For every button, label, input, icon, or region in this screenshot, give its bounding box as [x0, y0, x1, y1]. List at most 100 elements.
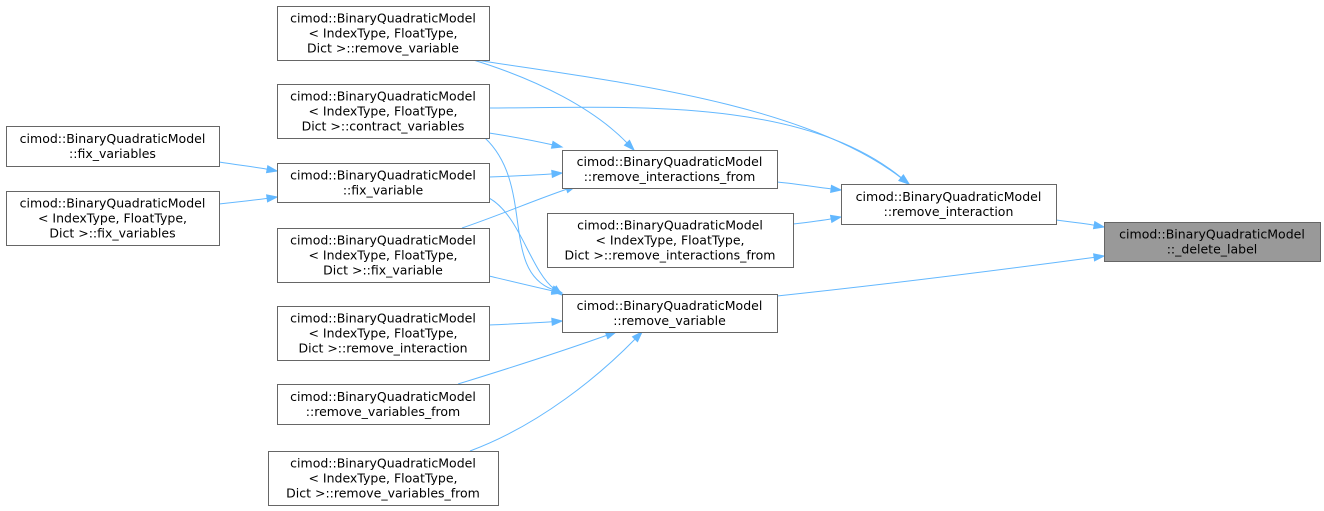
edge-line — [488, 321, 553, 326]
node-remove-interactions-from[interactable]: cimod::BinaryQuadraticModel::remove_inte… — [562, 150, 778, 189]
edge-line — [469, 338, 636, 452]
node-box[interactable] — [562, 150, 778, 189]
node-fix-variables-tpl[interactable]: cimod::BinaryQuadraticModel< IndexType, … — [6, 191, 220, 246]
edge-line — [461, 188, 567, 229]
edge-arrowhead — [623, 139, 636, 152]
edge-line — [776, 256, 1095, 297]
node-box[interactable] — [277, 84, 490, 139]
node-label-line: Dict >::remove_variables_from — [286, 486, 480, 501]
node-fix-variable[interactable]: cimod::BinaryQuadraticModel::fix_variabl… — [277, 163, 490, 203]
edge-fix_variables_tpl-to-fix_variable — [218, 194, 279, 205]
edge-arrowhead — [1092, 220, 1106, 230]
node-remove-interactions-from-tpl[interactable]: cimod::BinaryQuadraticModel< IndexType, … — [547, 213, 794, 268]
node-remove-variable[interactable]: cimod::BinaryQuadraticModel::remove_vari… — [562, 294, 778, 333]
edge-arrowhead — [266, 194, 279, 203]
edge-remove_variable_tpl-to-remove_interactions_from — [469, 58, 636, 152]
edge-line — [1055, 219, 1095, 226]
edge-line — [488, 132, 553, 146]
edge-line — [469, 58, 902, 179]
node-label-line: cimod::BinaryQuadraticModel — [577, 218, 763, 233]
node-box[interactable] — [268, 451, 499, 506]
node-box[interactable] — [277, 384, 490, 425]
node-box[interactable] — [562, 294, 778, 333]
node-label-line: < IndexType, FloatType, — [308, 326, 457, 341]
edge-arrowhead — [265, 164, 279, 174]
edges-layer — [218, 58, 1106, 452]
node-label-line: ::remove_variables_from — [306, 404, 460, 419]
edge-line — [792, 218, 832, 225]
node-box[interactable] — [6, 191, 220, 246]
node-fix-variables[interactable]: cimod::BinaryQuadraticModel::fix_variabl… — [6, 126, 220, 167]
edge-line — [488, 106, 902, 179]
node-label-line: ::fix_variable — [343, 183, 424, 198]
node-label-line: cimod::BinaryQuadraticModel — [290, 311, 476, 326]
node-label-line: < IndexType, FloatType, — [308, 26, 457, 41]
edge-remove_interaction-to-delete_label — [1055, 219, 1106, 230]
node-label-line: < IndexType, FloatType, — [38, 211, 187, 226]
node-label-line: cimod::BinaryQuadraticModel — [577, 298, 763, 313]
node-label-line: cimod::BinaryQuadraticModel — [856, 189, 1042, 204]
node-contract-variables-tpl[interactable]: cimod::BinaryQuadraticModel< IndexType, … — [277, 84, 490, 139]
node-label-line: < IndexType, FloatType, — [308, 104, 457, 119]
node-remove-variables-from-tpl[interactable]: cimod::BinaryQuadraticModel< IndexType, … — [268, 451, 499, 506]
edge-line — [457, 334, 607, 385]
edge-fix_variable_tpl-to-remove_variable — [488, 275, 564, 295]
edge-arrowhead — [551, 169, 564, 179]
edge-arrowhead — [550, 140, 564, 149]
node-delete-label[interactable]: cimod::BinaryQuadraticModel::_delete_lab… — [1104, 222, 1321, 262]
edge-line — [488, 173, 553, 178]
node-label-line: cimod::BinaryQuadraticModel — [290, 168, 476, 183]
node-remove-interaction[interactable]: cimod::BinaryQuadraticModel::remove_inte… — [841, 184, 1057, 225]
node-label-line: cimod::BinaryQuadraticModel — [290, 389, 476, 404]
node-label-line: cimod::BinaryQuadraticModel — [577, 154, 763, 169]
node-box[interactable] — [277, 306, 490, 361]
edge-arrowhead — [1093, 253, 1106, 262]
node-label-line: Dict >::remove_interaction — [298, 341, 467, 356]
node-label-line: ::fix_variables — [69, 146, 156, 161]
edge-fix_variables-to-fix_variable — [218, 161, 279, 174]
node-label-line: ::remove_interaction — [884, 204, 1014, 219]
node-label-line: ::remove_variable — [613, 313, 726, 328]
node-box[interactable] — [841, 184, 1057, 225]
node-box[interactable] — [1104, 222, 1321, 262]
edge-remove_interactions_from-to-remove_interaction — [776, 181, 843, 193]
edge-line — [218, 161, 268, 170]
edge-line — [218, 197, 268, 205]
edge-arrowhead — [898, 174, 911, 185]
node-label-line: Dict >::contract_variables — [302, 119, 465, 134]
node-label-line: ::remove_interactions_from — [584, 169, 756, 184]
edge-line — [488, 197, 555, 290]
node-box[interactable] — [277, 6, 490, 61]
node-box[interactable] — [277, 163, 490, 203]
node-label-line: cimod::BinaryQuadraticModel — [20, 196, 206, 211]
nodes-layer: cimod::BinaryQuadraticModel::_delete_lab… — [6, 6, 1321, 506]
edge-arrowhead — [551, 317, 564, 326]
node-remove-variable-tpl[interactable]: cimod::BinaryQuadraticModel< IndexType, … — [277, 6, 490, 61]
edge-remove_variable-to-delete_label — [776, 253, 1106, 297]
node-box[interactable] — [277, 228, 490, 283]
edge-contract_variables_tpl-to-remove_interactions_from — [488, 132, 564, 149]
edge-remove_variables_from_tpl-to-remove_variable — [469, 330, 644, 452]
node-remove-interaction-tpl[interactable]: cimod::BinaryQuadraticModel< IndexType, … — [277, 306, 490, 361]
node-label-line: < IndexType, FloatType, — [595, 233, 744, 248]
edge-remove_interaction_tpl-to-remove_variable — [488, 317, 564, 326]
node-label-line: cimod::BinaryQuadraticModel — [290, 233, 476, 248]
edge-arrowhead — [550, 286, 564, 295]
node-label-line: cimod::BinaryQuadraticModel — [1119, 227, 1305, 242]
node-remove-variables-from[interactable]: cimod::BinaryQuadraticModel::remove_vari… — [277, 384, 490, 425]
node-label-line: < IndexType, FloatType, — [308, 248, 457, 263]
edge-line — [484, 137, 553, 290]
edge-line — [776, 181, 832, 190]
edge-arrowhead — [631, 330, 644, 343]
node-box[interactable] — [6, 126, 220, 167]
edge-contract_variables_tpl-to-remove_interaction — [488, 106, 911, 185]
node-label-line: Dict >::remove_variable — [307, 41, 459, 56]
node-label-line: cimod::BinaryQuadraticModel — [290, 11, 476, 26]
node-label-line: Dict >::fix_variable — [323, 263, 443, 278]
edge-line — [488, 275, 553, 292]
node-label-line: cimod::BinaryQuadraticModel — [290, 89, 476, 104]
node-fix-variable-tpl[interactable]: cimod::BinaryQuadraticModel< IndexType, … — [277, 228, 490, 283]
node-label-line: cimod::BinaryQuadraticModel — [290, 456, 476, 471]
node-box[interactable] — [547, 213, 794, 268]
